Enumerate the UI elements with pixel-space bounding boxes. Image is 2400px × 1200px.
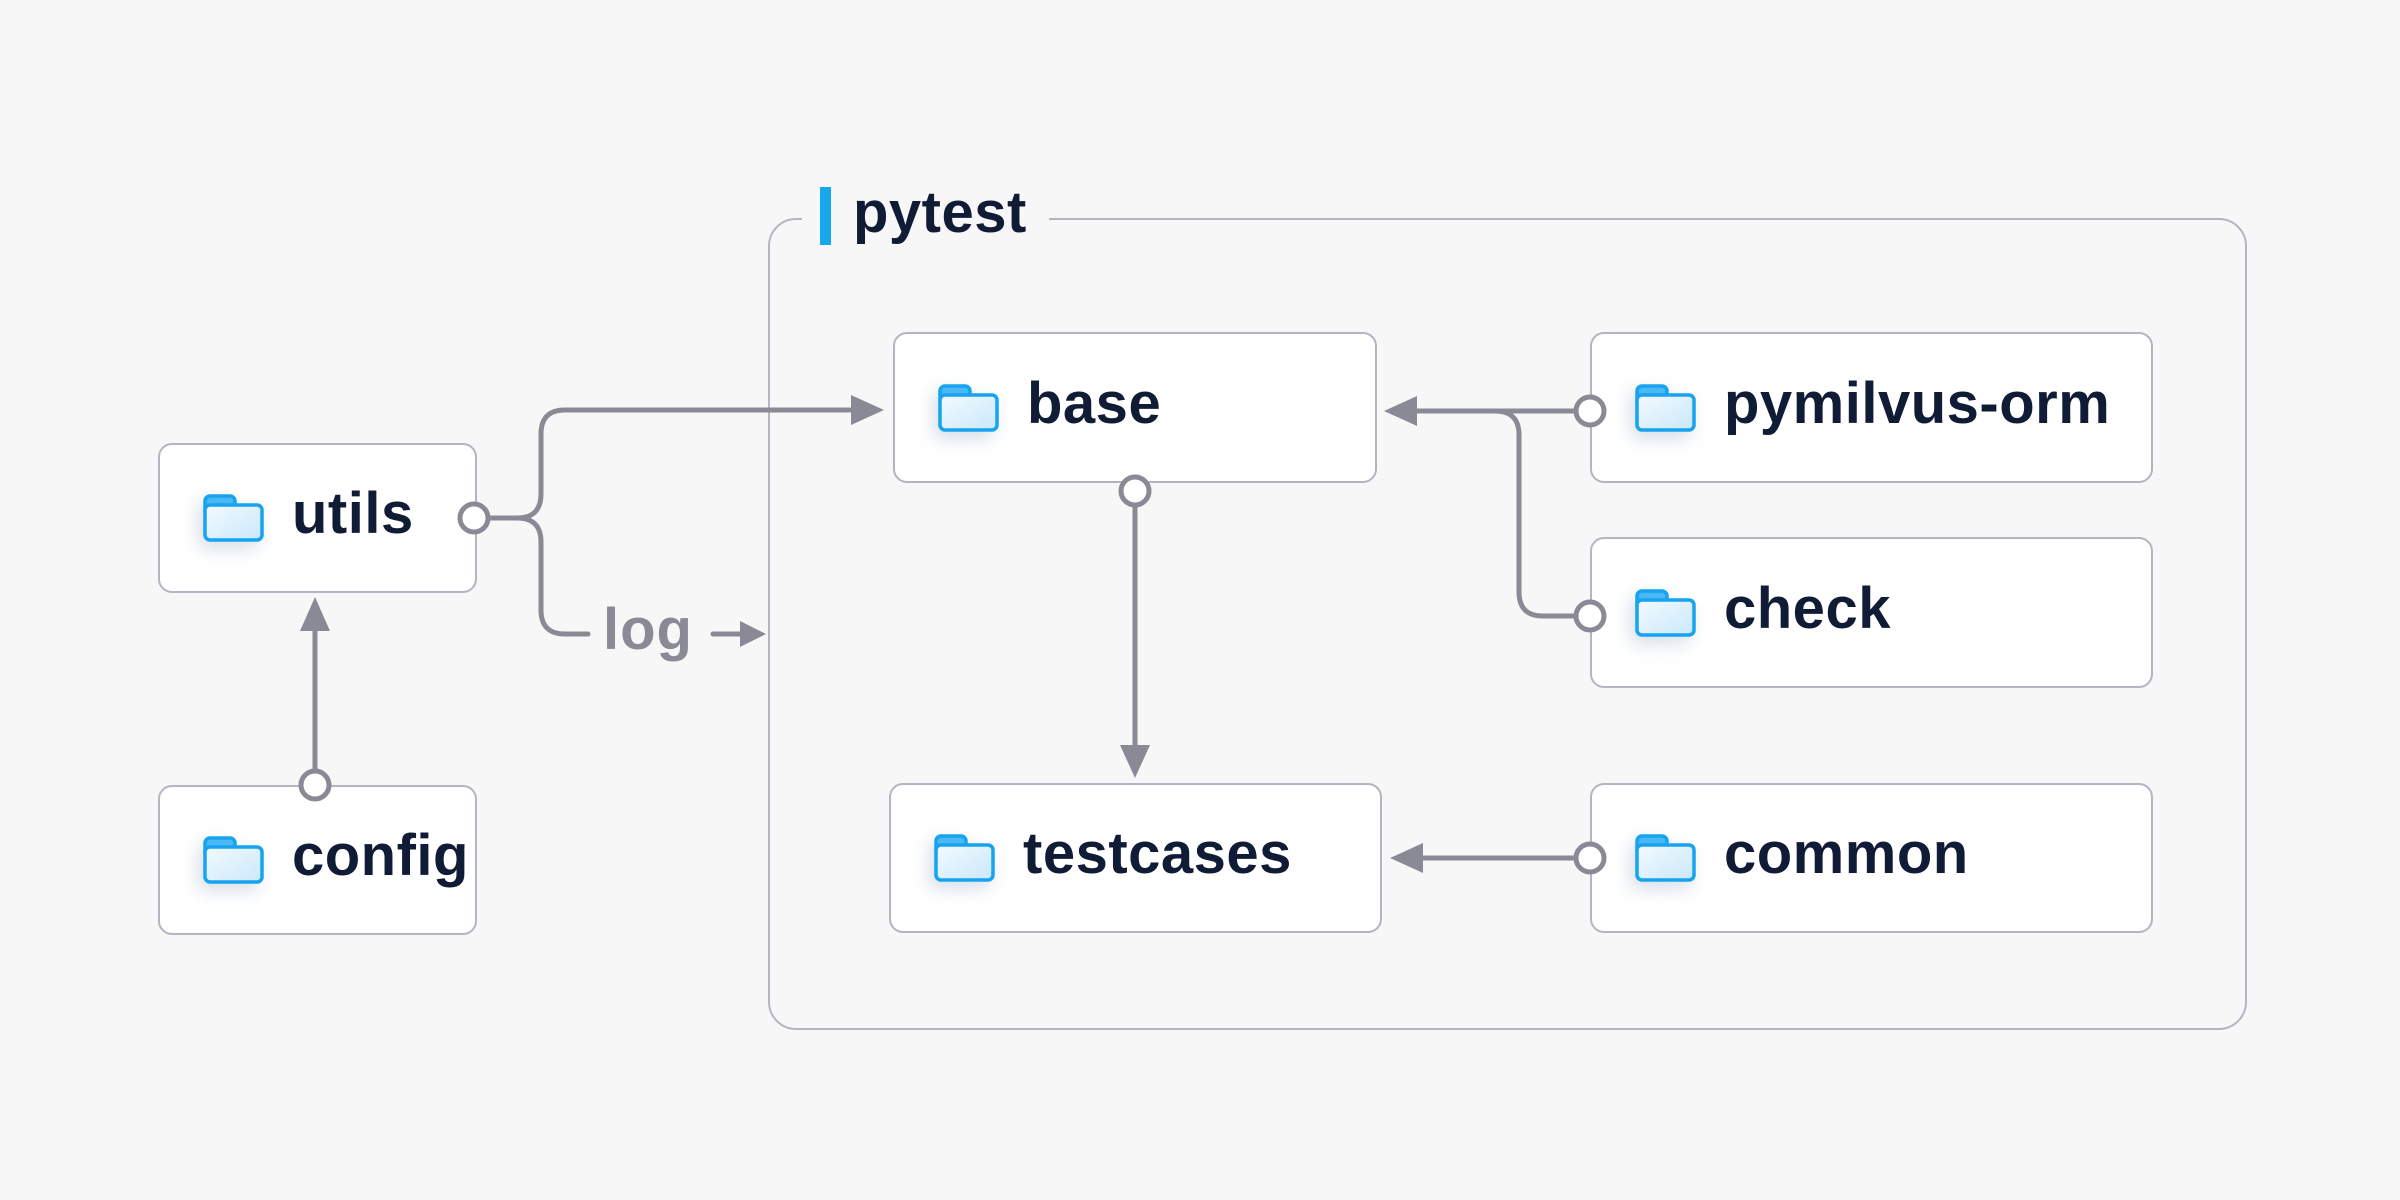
node-pymilvus-orm: pymilvus-orm bbox=[1590, 332, 2153, 483]
node-label: config bbox=[292, 823, 469, 888]
node-label: pymilvus-orm bbox=[1724, 370, 2111, 436]
node-label: common bbox=[1724, 821, 1969, 886]
node-testcases: testcases bbox=[889, 783, 1382, 933]
folder-icon bbox=[200, 834, 266, 886]
accent-bar bbox=[820, 187, 831, 245]
folder-icon bbox=[1632, 587, 1698, 639]
group-title: pytest bbox=[853, 180, 1027, 245]
node-check: check bbox=[1590, 537, 2153, 688]
node-label: testcases bbox=[1023, 821, 1292, 886]
folder-icon bbox=[1632, 832, 1698, 884]
pytest-group-container bbox=[768, 218, 2247, 1030]
node-common: common bbox=[1590, 783, 2153, 933]
node-config: config bbox=[158, 785, 477, 935]
node-label: utils bbox=[292, 481, 414, 546]
pytest-group-label: pytest bbox=[802, 180, 1049, 247]
folder-icon bbox=[935, 382, 1001, 434]
edge-config-to-utils bbox=[298, 597, 332, 802]
folder-icon bbox=[1632, 382, 1698, 434]
node-utils: utils bbox=[158, 443, 477, 593]
node-label: check bbox=[1724, 575, 1891, 641]
edge-label-log: log bbox=[603, 597, 693, 662]
node-base: base bbox=[893, 332, 1377, 483]
node-label: base bbox=[1027, 370, 1162, 436]
folder-icon bbox=[200, 492, 266, 544]
folder-icon bbox=[931, 832, 997, 884]
